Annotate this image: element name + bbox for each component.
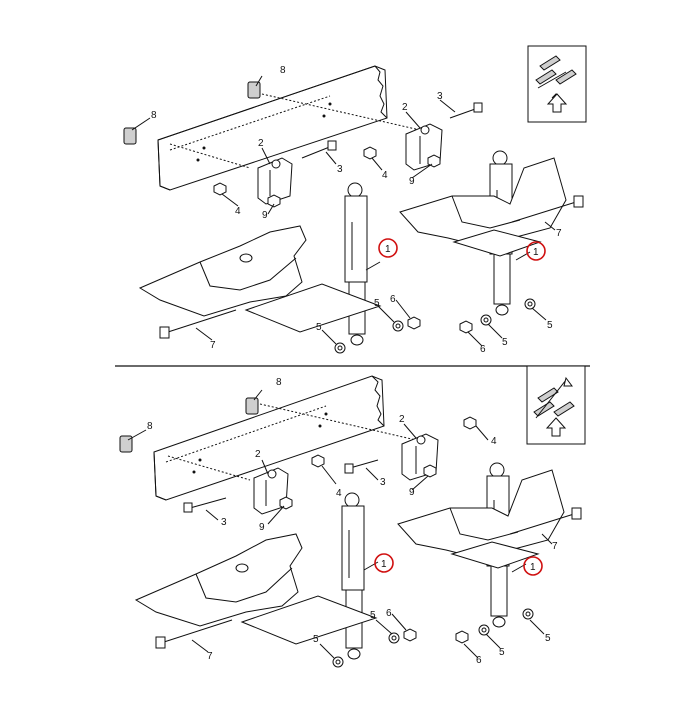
bolt-long — [155, 507, 582, 649]
callout-shock-absorber: 1 — [533, 247, 539, 258]
callout-bolt-upper: 3 — [337, 164, 343, 175]
leader-lines — [131, 75, 556, 347]
nut-lower — [403, 628, 469, 644]
callout-nut-upper: 4 — [382, 170, 388, 181]
callout-bolt-upper: 3 — [437, 91, 443, 102]
front-arrow-up-icon — [526, 365, 586, 445]
callout-bracket: 2 — [402, 102, 408, 113]
axle-mount-left — [138, 225, 382, 333]
bottom-view: 8 8 2 2 4 4 3 3 9 9 7 7 5 5 5 5 6 6 1 1 — [119, 365, 586, 668]
top-view: 2 2 3 3 4 4 8 8 9 9 7 7 5 5 5 5 6 6 1 1 — [123, 45, 587, 355]
callout-shock-absorber: 1 — [530, 562, 536, 573]
frame-clip — [123, 81, 261, 145]
callout-nut-bracket: 9 — [259, 522, 265, 533]
callout-washer: 5 — [547, 320, 553, 331]
callout-washer: 5 — [499, 647, 505, 658]
callout-nut-upper: 4 — [491, 436, 497, 447]
callout-bracket: 2 — [258, 138, 264, 149]
callout-nut-upper: 4 — [235, 206, 241, 217]
bracket-left — [257, 157, 293, 205]
axle-mount-right — [399, 157, 567, 257]
callout-bracket: 2 — [399, 414, 405, 425]
callout-bolt-long: 7 — [210, 340, 216, 351]
washer — [334, 298, 536, 354]
callout-shock-absorber-highlight: 1 1 — [378, 238, 546, 261]
callout-washer: 5 — [370, 610, 376, 621]
callout-frame-clip: 8 — [151, 110, 157, 121]
washer — [332, 608, 534, 668]
nut-hex — [213, 146, 441, 208]
callout-nut-lower: 6 — [386, 608, 392, 619]
bolt-upper — [183, 459, 379, 513]
callout-nut-bracket: 9 — [409, 487, 415, 498]
callout-washer: 5 — [374, 298, 380, 309]
bolt-upper — [301, 102, 483, 159]
callout-frame-clip: 8 — [147, 421, 153, 432]
frame-rail — [157, 65, 388, 191]
shock-absorber-left — [344, 182, 368, 346]
shock-absorber-left — [341, 492, 365, 660]
callout-bolt-long: 7 — [556, 228, 562, 239]
callout-bolt-long: 7 — [207, 651, 213, 662]
callout-shock-absorber-highlight: 1 1 — [374, 553, 543, 576]
callout-washer: 5 — [545, 633, 551, 644]
callout-frame-clip: 8 — [276, 377, 282, 388]
callout-nut-upper: 4 — [336, 488, 342, 499]
callout-bolt-upper: 3 — [221, 517, 227, 528]
front-arrow-up-icon — [527, 45, 587, 123]
axle-mount-left — [134, 533, 378, 645]
callout-washer: 5 — [316, 322, 322, 333]
callout-washer: 5 — [313, 634, 319, 645]
callout-bracket: 2 — [255, 449, 261, 460]
callout-nut-bracket: 9 — [262, 210, 268, 221]
callout-bolt-long: 7 — [552, 541, 558, 552]
callout-bolt-upper: 3 — [380, 477, 386, 488]
callout-shock-absorber: 1 — [385, 244, 391, 255]
axle-mount-right — [397, 469, 565, 569]
callout-nut-bracket: 9 — [409, 176, 415, 187]
nut-hex — [279, 416, 477, 510]
callout-nut-lower: 6 — [390, 294, 396, 305]
leader-lines — [127, 389, 553, 659]
nut-lower — [407, 316, 473, 334]
callout-nut-lower: 6 — [476, 655, 482, 666]
callout-shock-absorber: 1 — [381, 559, 387, 570]
bolt-long — [159, 195, 584, 339]
callout-frame-clip: 8 — [280, 65, 286, 76]
callout-washer: 5 — [502, 337, 508, 348]
callout-nut-lower: 6 — [480, 344, 486, 355]
